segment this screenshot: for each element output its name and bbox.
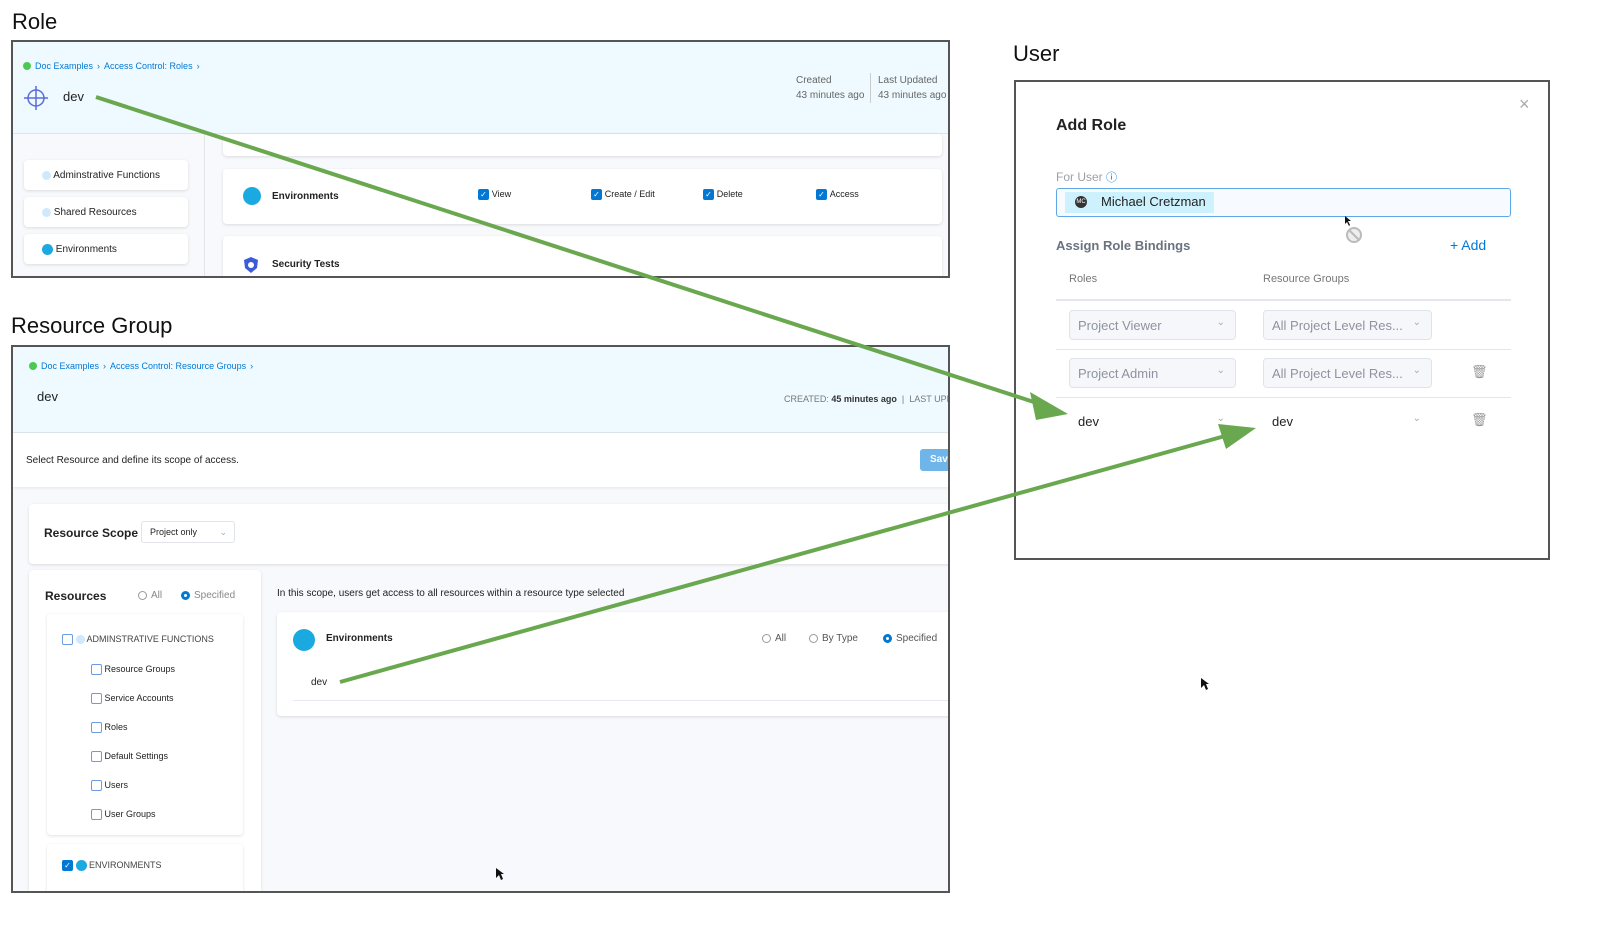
- project-icon: [23, 62, 31, 70]
- shield-icon: [244, 257, 258, 273]
- resource-item[interactable]: Service Accounts: [91, 693, 174, 705]
- crumb-resource-groups[interactable]: Access Control: Resource Groups: [110, 361, 247, 371]
- resource-item[interactable]: Roles: [91, 722, 128, 734]
- permission-row-environments: Environments ✓ View ✓ Create / Edit ✓ De…: [223, 169, 942, 224]
- permission-row-security-tests: Security Tests: [223, 236, 942, 276]
- perm-view[interactable]: ✓ View: [478, 189, 511, 200]
- assign-role-bindings-label: Assign Role Bindings: [1056, 238, 1191, 253]
- environments-card: Environments All By Type Specified dev: [277, 612, 948, 716]
- updated-label: LAST UPD: [909, 394, 950, 404]
- resource-item[interactable]: Users: [91, 780, 128, 792]
- resource-scope-select[interactable]: Project only⌄: [141, 521, 235, 543]
- sidebar-item-environments[interactable]: Environments: [24, 234, 188, 264]
- resource-group-select[interactable]: All Project Level Res...⌄: [1263, 310, 1432, 340]
- resource-group-select[interactable]: dev⌄: [1263, 406, 1432, 436]
- chevron-down-icon: ⌄: [1216, 317, 1225, 328]
- instruction-text: Select Resource and define its scope of …: [26, 455, 239, 466]
- role-select[interactable]: Project Viewer⌄: [1069, 310, 1236, 340]
- environments-icon: [243, 187, 261, 205]
- updated-value: 43 minutes ago: [878, 90, 947, 101]
- environments-icon: [293, 629, 315, 651]
- env-radio-all[interactable]: All: [762, 633, 786, 644]
- resources-label: Resources: [45, 589, 107, 603]
- rg-header: Doc Examples › Access Control: Resource …: [13, 347, 948, 433]
- mouse-cursor-icon: [1201, 678, 1209, 690]
- resource-item[interactable]: User Groups: [91, 809, 156, 821]
- updated-label: Last Updated: [878, 75, 938, 86]
- close-icon[interactable]: ×: [1519, 94, 1530, 114]
- environments-title: Environments: [326, 633, 393, 644]
- resources-radio-specified[interactable]: Specified: [181, 590, 235, 601]
- for-user-label: For User ⓘ: [1056, 170, 1118, 184]
- resource-item[interactable]: Resource Groups: [91, 664, 175, 676]
- col-resource-groups: Resource Groups: [1263, 273, 1350, 285]
- chevron-down-icon: ⌄: [1216, 365, 1225, 376]
- chevron-down-icon: ⌄: [1216, 413, 1225, 424]
- created-value: 45 minutes ago: [831, 394, 897, 404]
- selected-environment: dev: [311, 677, 328, 688]
- created-label: CREATED:: [784, 394, 829, 404]
- resource-group-screenshot: Doc Examples › Access Control: Resource …: [11, 345, 950, 893]
- resources-panel: Resources All Specified ADMINSTRATIVE FU…: [29, 570, 261, 891]
- environments-group-checkbox[interactable]: ✓ ENVIRONMENTS: [62, 860, 162, 872]
- chevron-down-icon: ⌄: [1412, 365, 1421, 376]
- user-select-input[interactable]: MC Michael Cretzman: [1056, 188, 1511, 217]
- security-tests-label: Security Tests: [272, 259, 340, 270]
- env-radio-specified[interactable]: Specified: [883, 633, 937, 644]
- resource-scope-label: Resource Scope: [44, 526, 139, 540]
- breadcrumb: Doc Examples › Access Control: Roles ›: [23, 61, 200, 71]
- rg-section-title: Resource Group: [11, 313, 173, 338]
- env-radio-by-type[interactable]: By Type: [809, 633, 858, 644]
- role-name: dev: [63, 89, 84, 104]
- role-select[interactable]: Project Admin⌄: [1069, 358, 1236, 388]
- trash-icon[interactable]: 🗑: [1471, 364, 1488, 379]
- admin-group-checkbox[interactable]: ADMINSTRATIVE FUNCTIONS: [62, 634, 214, 646]
- scope-note: In this scope, users get access to all r…: [277, 588, 625, 599]
- info-icon: ⓘ: [1106, 172, 1118, 184]
- role-select[interactable]: dev⌄: [1069, 406, 1236, 436]
- avatar: MC: [1075, 196, 1087, 208]
- save-button[interactable]: Sav: [920, 449, 948, 471]
- add-binding-button[interactable]: + Add: [1450, 237, 1487, 253]
- mouse-cursor-icon: [496, 868, 504, 880]
- user-chip[interactable]: MC Michael Cretzman: [1065, 192, 1214, 213]
- rg-name: dev: [37, 389, 58, 404]
- resources-radio-all[interactable]: All: [138, 590, 162, 601]
- breadcrumb: Doc Examples › Access Control: Resource …: [29, 361, 253, 371]
- add-role-dialog: × Add Role For User ⓘ MC Michael Cretzma…: [1014, 80, 1550, 560]
- perm-delete[interactable]: ✓ Delete: [703, 189, 743, 200]
- role-header: Doc Examples › Access Control: Roles › d…: [13, 42, 948, 134]
- sidebar-item-shared[interactable]: Shared Resources: [24, 197, 188, 227]
- chevron-down-icon: ⌄: [1412, 317, 1421, 328]
- chevron-down-icon: ⌄: [219, 527, 227, 537]
- perm-access[interactable]: ✓ Access: [816, 189, 859, 200]
- crumb-doc-examples[interactable]: Doc Examples: [35, 61, 94, 71]
- admin-functions-group: ADMINSTRATIVE FUNCTIONS Resource Groups …: [47, 614, 243, 835]
- card-top: [223, 134, 942, 156]
- perm-create-edit[interactable]: ✓ Create / Edit: [591, 189, 655, 200]
- dialog-title: Add Role: [1056, 117, 1127, 134]
- resource-item[interactable]: Default Settings: [91, 751, 168, 763]
- chevron-down-icon: ⌄: [1412, 413, 1421, 424]
- environments-group: ✓ ENVIRONMENTS: [47, 844, 243, 891]
- crumb-doc-examples[interactable]: Doc Examples: [41, 361, 100, 371]
- resource-scope-card: Resource Scope Project only⌄: [29, 504, 948, 564]
- sidebar-item-admin[interactable]: Adminstrative Functions: [24, 160, 188, 190]
- created-value: 43 minutes ago: [796, 90, 865, 101]
- role-crosshair-icon: [24, 86, 48, 110]
- col-roles: Roles: [1069, 273, 1098, 285]
- created-label: Created: [796, 75, 832, 86]
- role-screenshot: Doc Examples › Access Control: Roles › d…: [11, 40, 950, 278]
- crumb-roles[interactable]: Access Control: Roles: [104, 61, 193, 71]
- not-allowed-cursor-icon: [1345, 216, 1362, 243]
- resource-name: Environments: [272, 191, 339, 202]
- user-section-title: User: [1013, 41, 1060, 66]
- role-section-title: Role: [12, 9, 58, 34]
- resource-group-select[interactable]: All Project Level Res...⌄: [1263, 358, 1432, 388]
- trash-icon[interactable]: 🗑: [1471, 412, 1488, 427]
